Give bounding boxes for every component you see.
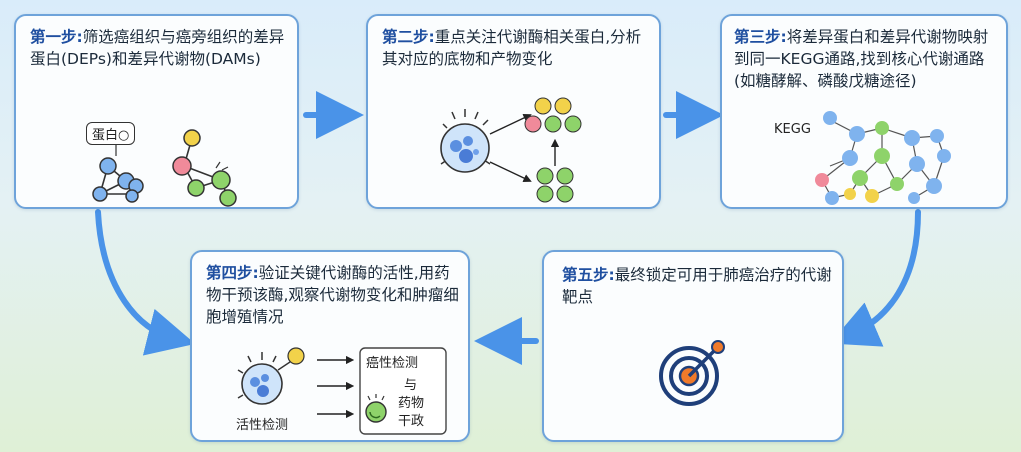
cell-icon: [440, 109, 491, 173]
step5-text: 第五步:最终锁定可用于肺癌治疗的代谢靶点: [562, 264, 834, 308]
kegg-network-icon: [815, 111, 951, 205]
result-line1: 癌性检测: [366, 356, 419, 371]
target-icon: [659, 340, 725, 406]
arrow-step1-to-step4: [95, 209, 196, 356]
result-line3: 药物: [398, 396, 425, 411]
step1-text: 第一步:筛选癌组织与癌旁组织的差异蛋白(DEPs)和差异代谢物(DAMs): [30, 26, 288, 70]
arrow-step3-to-step5: [829, 209, 921, 347]
step2-card: 第二步:重点关注代谢酶相关蛋白,分析其对应的底物和产物变化: [366, 14, 661, 209]
activity-label: 活性检测: [236, 418, 289, 433]
step1-card: 第一步:筛选癌组织与癌旁组织的差异蛋白(DEPs)和差异代谢物(DAMs) 蛋白…: [14, 14, 299, 209]
step4-description: 验证关键代谢酶的活性,用药物干预该酶,观察代谢物变化和肿瘤细胞增殖情况: [206, 264, 459, 326]
result-line4: 干政: [398, 414, 425, 429]
step5-card: 第五步:最终锁定可用于肺癌治疗的代谢靶点: [542, 250, 844, 442]
step5-description: 最终锁定可用于肺癌治疗的代谢靶点: [562, 266, 832, 306]
step2-label: 第二步:: [382, 28, 435, 46]
step1-description: 筛选癌组织与癌旁组织的差异蛋白(DEPs)和差异代谢物(DAMs): [30, 28, 285, 68]
step3-card: 第三步:将差异蛋白和差异代谢物映射到同一KEGG通路,找到核心代谢通路(如糖酵解…: [720, 14, 1008, 209]
step5-label: 第五步:: [562, 266, 615, 284]
protein-network-icon: [92, 129, 237, 207]
protein-label: 蛋白○: [86, 122, 136, 145]
result-line2: 与: [404, 378, 418, 393]
enzyme-check-icon: [237, 347, 447, 435]
step2-text: 第二步:重点关注代谢酶相关蛋白,分析其对应的底物和产物变化: [382, 26, 652, 70]
step3-text: 第三步:将差异蛋白和差异代谢物映射到同一KEGG通路,找到核心代谢通路(如糖酵解…: [734, 26, 1000, 92]
step1-label: 第一步:: [30, 28, 83, 46]
step3-label: 第三步:: [734, 28, 787, 46]
step2-description: 重点关注代谢酶相关蛋白,分析其对应的底物和产物变化: [382, 28, 642, 68]
step4-card: 第四步:验证关键代谢酶的活性,用药物干预该酶,观察代谢物变化和肿瘤细胞增殖情况: [190, 250, 470, 442]
step3-description: 将差异蛋白和差异代谢物映射到同一KEGG通路,找到核心代谢通路(如糖酵解、磷酸戊…: [734, 28, 989, 90]
step4-label: 第四步:: [206, 264, 259, 282]
step4-text: 第四步:验证关键代谢酶的活性,用药物干预该酶,观察代谢物变化和肿瘤细胞增殖情况: [206, 262, 462, 328]
kegg-label: KEGG: [774, 122, 811, 137]
